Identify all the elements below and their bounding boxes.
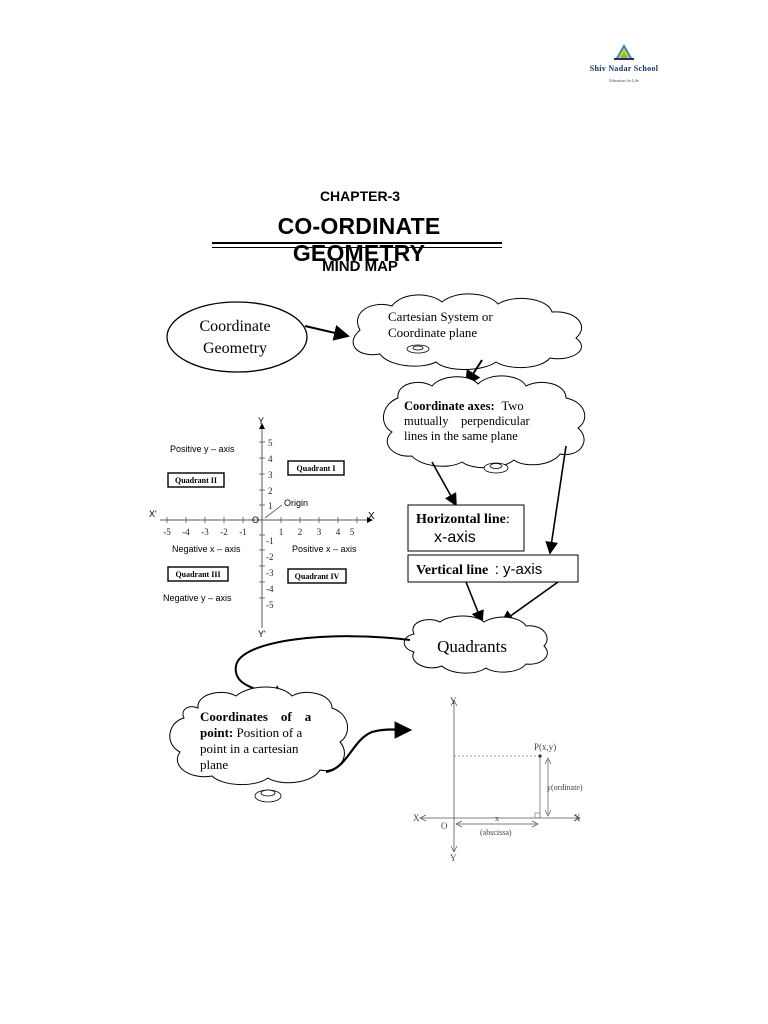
x-tick-label: -1 bbox=[239, 527, 247, 537]
point-node-line-3: point in a cartesian bbox=[200, 741, 299, 756]
x-tick-label: -2 bbox=[220, 527, 228, 537]
chapter-label: CHAPTER-3 bbox=[319, 188, 401, 204]
point-node-line-2-bold: point: bbox=[200, 725, 233, 740]
title-underline-2 bbox=[212, 247, 502, 248]
horizontal-line-colon: : bbox=[506, 512, 510, 527]
cartesian-system-node: Cartesian System or Coordinate plane bbox=[352, 293, 583, 370]
coordinate-geometry-line-2: Geometry bbox=[203, 340, 267, 357]
point-node-line-1: Coordinates of a bbox=[200, 709, 312, 724]
x-tick-label: 3 bbox=[317, 527, 322, 537]
graph-y-prime: Y' bbox=[258, 629, 266, 639]
quadrant-i-label: Quadrant I bbox=[297, 464, 336, 473]
arrow-to-horizontal bbox=[431, 461, 457, 507]
arrow-to-vertical bbox=[545, 445, 567, 555]
svg-text:Vertical line : y-axis: Vertical line : y-axis bbox=[416, 561, 542, 578]
arrow-vertical-to-quadrants bbox=[500, 581, 559, 623]
x-tick-label: 2 bbox=[298, 527, 303, 537]
logo-tagline: Education for Life bbox=[609, 78, 639, 83]
coordinate-axes-line-3: lines in the same plane bbox=[404, 429, 518, 443]
point-label: P(x,y) bbox=[534, 742, 556, 752]
svg-text:point: Position of a: point: Position of a bbox=[200, 725, 302, 740]
x-tick-label: -5 bbox=[163, 527, 171, 537]
point-node-line-4: plane bbox=[200, 757, 228, 772]
quadrant-iii-label: Quadrant III bbox=[175, 570, 220, 579]
graph-origin-o: O bbox=[252, 515, 259, 525]
point-diagram-x-right: X bbox=[574, 813, 581, 823]
coordinate-geometry-node: Coordinate Geometry bbox=[166, 301, 308, 373]
coordinate-axes-line-2: mutually perpendicular bbox=[404, 414, 530, 428]
y-tick-label: -4 bbox=[266, 584, 274, 594]
y-tick-label: 1 bbox=[268, 501, 273, 511]
cartesian-line-1: Cartesian System or bbox=[388, 309, 493, 324]
quadrants-label: Quadrants bbox=[437, 637, 507, 656]
vertical-line-value: : y-axis bbox=[495, 561, 543, 578]
subtitle: MIND MAP bbox=[322, 258, 398, 275]
origin-label: Origin bbox=[284, 498, 308, 508]
vertical-line-node: Vertical line : y-axis bbox=[407, 554, 579, 583]
graph-y-label: Y bbox=[258, 416, 264, 426]
y-tick-label: 3 bbox=[268, 470, 273, 480]
y-tick-label: -3 bbox=[266, 568, 274, 578]
coordinate-graph: -5 -4 -3 -2 -1 1 2 3 4 5 5 4 3 2 1 -1 -2… bbox=[149, 416, 375, 639]
y-tick-label: 4 bbox=[268, 454, 273, 464]
x-tick-label: 4 bbox=[336, 527, 341, 537]
abscissa-label: (abscissa) bbox=[480, 828, 512, 837]
vertical-line-heading: Vertical line bbox=[416, 563, 488, 578]
school-logo: Shiv Nadar School Education for Life bbox=[572, 34, 676, 92]
y-tick-label: -5 bbox=[266, 600, 274, 610]
coordinate-axes-heading: Coordinate axes: bbox=[404, 399, 495, 413]
negative-x-label: Negative x – axis bbox=[172, 544, 241, 554]
point-diagram: Y Y X X O P(x,y) y(ordinate) x (abscissa… bbox=[413, 696, 583, 863]
logo-name: Shiv Nadar School bbox=[589, 64, 659, 73]
positive-y-label: Positive y – axis bbox=[170, 444, 235, 454]
cartesian-line-2: Coordinate plane bbox=[388, 325, 477, 340]
arrow-horizontal-to-quadrants bbox=[465, 581, 484, 624]
point-node-line-2-text: Position of a bbox=[233, 725, 302, 740]
horizontal-line-value: x-axis bbox=[434, 529, 476, 546]
arrow-to-cartesian bbox=[304, 325, 350, 341]
point-diagram-x-left: X bbox=[413, 813, 420, 823]
svg-text:Horizontal line:: Horizontal line: bbox=[416, 512, 510, 527]
point-diagram-y-bottom: Y bbox=[450, 853, 457, 863]
coordinate-geometry-line-1: Coordinate bbox=[199, 318, 270, 335]
y-tick-label: -1 bbox=[266, 536, 274, 546]
point-diagram-y-top: Y bbox=[450, 696, 457, 706]
x-tick-label: 1 bbox=[279, 527, 284, 537]
quadrant-iv-label: Quadrant IV bbox=[295, 572, 340, 581]
point-diagram-origin: O bbox=[441, 821, 448, 831]
coordinates-of-point-node: Coordinates of a point: Position of a po… bbox=[169, 686, 348, 803]
graph-x-label: X bbox=[368, 511, 375, 522]
x-tick-label: -4 bbox=[182, 527, 190, 537]
x-distance-label: x bbox=[495, 814, 499, 823]
title-underline bbox=[212, 242, 502, 244]
graph-x-prime: X' bbox=[149, 509, 157, 519]
negative-y-label: Negative y – axis bbox=[163, 593, 232, 603]
positive-x-label: Positive x – axis bbox=[292, 544, 357, 554]
horizontal-line-heading: Horizontal line bbox=[416, 512, 506, 527]
svg-text:Coordinate axes: Two: Coordinate axes: Two bbox=[404, 399, 524, 413]
quadrants-node: Quadrants bbox=[403, 615, 548, 674]
horizontal-line-node: Horizontal line: x-axis bbox=[407, 504, 525, 552]
page-title: CO-ORDINATE GEOMETRY bbox=[277, 213, 441, 266]
arrow-to-point-diagram bbox=[325, 721, 413, 774]
x-tick-label: -3 bbox=[201, 527, 209, 537]
book-icon bbox=[614, 44, 634, 60]
y-tick-label: 2 bbox=[268, 486, 273, 496]
x-tick-label: 5 bbox=[350, 527, 355, 537]
y-tick-label: 5 bbox=[268, 438, 273, 448]
quadrant-ii-label: Quadrant II bbox=[175, 476, 217, 485]
y-tick-label: -2 bbox=[266, 552, 274, 562]
coordinate-axes-node: Coordinate axes: Two mutually perpendicu… bbox=[383, 375, 586, 474]
ordinate-label: y(ordinate) bbox=[547, 783, 583, 792]
coordinate-axes-text: Two bbox=[502, 399, 524, 413]
